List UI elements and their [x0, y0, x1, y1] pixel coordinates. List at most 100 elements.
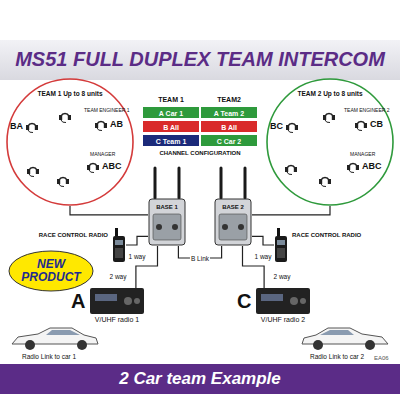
node-text: BASE 2: [222, 204, 244, 210]
team-circle-shape: [266, 78, 394, 206]
base-body: [149, 199, 185, 245]
node-text: TEAM 1 Up to 8 units: [6, 90, 134, 97]
ear-cup: [286, 125, 289, 130]
headset: BC: [270, 118, 299, 134]
ear-cup: [104, 123, 107, 128]
headset-icon: [285, 118, 299, 134]
radio-box-knob: [290, 297, 298, 305]
ear-cup: [347, 165, 350, 170]
circle-outline: [7, 79, 133, 205]
ear-cup: [95, 123, 98, 128]
headset-icon: [346, 158, 360, 174]
radio-box-knob: [300, 298, 306, 304]
team-circle-shape: [6, 78, 134, 206]
caption-band: [0, 364, 400, 394]
base-unit: BASE 1: [148, 198, 186, 246]
radio-screen: [115, 240, 123, 245]
node-text: TEAM 2 Up to 8 units: [266, 90, 394, 97]
headband: [288, 124, 296, 126]
base-knob: [238, 224, 244, 230]
watermark: EA06: [374, 355, 389, 361]
connector-line: [252, 206, 330, 215]
radio-box-display: [261, 294, 283, 301]
headband: [28, 124, 36, 126]
base-unit: BASE 2: [214, 198, 252, 246]
handheld-radio-shape: [274, 228, 288, 262]
headset-icon: [86, 158, 100, 174]
base-knob: [156, 224, 162, 230]
ear-cup: [35, 125, 38, 130]
table-cell: A Car 1: [142, 106, 200, 119]
table-caption: CHANNEL CONFIGURATION: [142, 150, 258, 156]
title-text: MS51 FULL DUPLEX TEAM INTERCOM: [15, 48, 385, 71]
radio-screen: [277, 240, 285, 245]
radio-box-body: [256, 288, 310, 314]
team-circle: TEAM 2 Up to 8 unitsBC CB ABC: [266, 78, 394, 206]
node-text: V/UHF radio 1: [78, 316, 156, 323]
node-text: BASE 1: [156, 204, 178, 210]
connector-line: [243, 246, 265, 288]
mic-boom: [288, 130, 293, 133]
mic-boom: [349, 170, 354, 173]
ear-cup: [26, 125, 29, 130]
table-header: TEAM2: [200, 92, 258, 105]
connector-line: [70, 206, 148, 215]
radio-body: [275, 236, 287, 262]
node-text: V/UHF radio 2: [244, 316, 322, 323]
node-text: RACE CONTROL RADIO: [39, 232, 108, 238]
headset-label: BC: [270, 121, 283, 131]
connector-label: B Link: [190, 255, 210, 262]
table-cell: C Car 2: [200, 134, 258, 147]
table-header: TEAM 1: [142, 92, 200, 105]
ear-cup: [356, 165, 359, 170]
headset-icon: [354, 116, 368, 132]
race-car: [302, 328, 388, 350]
base-knob: [222, 224, 228, 230]
vhf-radio-box-shape: [90, 288, 144, 314]
ear-cup: [364, 123, 367, 128]
new-product-badge: NEW PRODUCT: [8, 250, 94, 292]
radio-body: [113, 236, 125, 262]
headset: CB: [354, 116, 383, 132]
car-label: Radio Link to car 1: [22, 353, 76, 360]
base-panel: [219, 214, 247, 240]
badge-ellipse: [9, 251, 93, 291]
handheld-radio: RACE CONTROL RADIO: [112, 228, 126, 262]
connector-label: 2 way: [109, 273, 128, 280]
race-car: [12, 328, 98, 350]
extra-headsets: [27, 114, 335, 187]
headband: [349, 164, 357, 166]
connector-label: 1 way: [254, 253, 273, 260]
headband: [357, 122, 365, 124]
team-role: MANAGER: [350, 151, 375, 157]
headset: BA: [10, 118, 39, 134]
radio-box-knob: [134, 298, 140, 304]
headset-label: ABC: [102, 161, 122, 171]
headset-icon: [25, 118, 39, 134]
ear-cup: [87, 165, 90, 170]
node-text: NEW PRODUCT: [16, 258, 86, 283]
headset: ABC: [346, 158, 382, 174]
ear-cup: [355, 123, 358, 128]
vhf-radio-box: CV/UHF radio 2: [256, 288, 310, 314]
base-knob: [172, 224, 178, 230]
connector-label: 1 way: [128, 253, 147, 260]
ear-cup: [96, 165, 99, 170]
caption-text: 2 Car team Example: [119, 369, 281, 389]
headset-label: BA: [10, 121, 23, 131]
table-cell: B All: [142, 120, 200, 133]
headset-icon: [94, 116, 108, 132]
handheld-radio-shape: [112, 228, 126, 262]
mic-boom: [28, 130, 33, 133]
team-role: MANAGER: [90, 151, 115, 157]
headset-label: CB: [370, 119, 383, 129]
headset-label: ABC: [362, 161, 382, 171]
ear-cup: [295, 125, 298, 130]
radio-box-display: [95, 294, 117, 301]
car-label: Radio Link to car 2: [310, 353, 364, 360]
radio-keypad: [277, 248, 285, 258]
